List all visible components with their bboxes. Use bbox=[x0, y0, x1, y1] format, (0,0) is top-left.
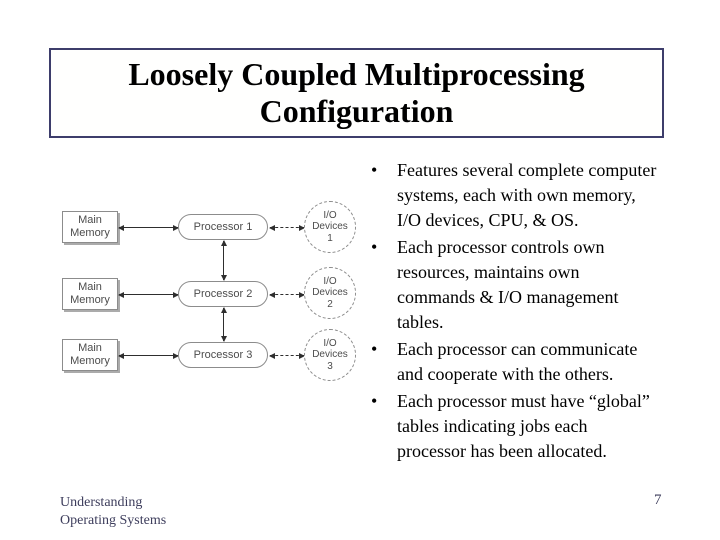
main-memory-box-row3: Main Memory bbox=[62, 339, 118, 371]
processor-node-row2: Processor 2 bbox=[178, 281, 268, 307]
processor-node-row1: Processor 1 bbox=[178, 214, 268, 240]
processor-io-arrow-row1 bbox=[269, 225, 305, 231]
main-memory-box-row2: Main Memory bbox=[62, 278, 118, 310]
bullet-item-4: • Each processor must have “global” tabl… bbox=[363, 389, 698, 464]
bullet-item-1: • Features several complete computer sys… bbox=[363, 158, 698, 233]
bullet-text-4: Each processor must have “global” tables… bbox=[397, 391, 650, 461]
io-devices-label: I/O Devices 1 bbox=[312, 209, 348, 244]
processor-label: Processor 2 bbox=[193, 288, 253, 300]
slide-page-number: 7 bbox=[654, 492, 662, 508]
bullet-text-3: Each processor can communicate and coope… bbox=[397, 339, 638, 384]
processor-node-row3: Processor 3 bbox=[178, 342, 268, 368]
processor-io-arrow-row3 bbox=[269, 353, 305, 359]
bullet-item-3: • Each processor can communicate and coo… bbox=[363, 337, 698, 387]
processor-io-arrow-row2 bbox=[269, 292, 305, 298]
processor2-processor3-arrow bbox=[221, 307, 227, 342]
processor-label: Processor 3 bbox=[193, 349, 253, 361]
io-devices-node-row1: I/O Devices 1 bbox=[304, 201, 356, 253]
title-box: Loosely Coupled Multiprocessing Configur… bbox=[49, 48, 664, 138]
memory-processor-arrow-row3 bbox=[118, 353, 179, 359]
bullet-text-2: Each processor controls own resources, m… bbox=[397, 237, 619, 332]
bullet-icon: • bbox=[371, 339, 378, 359]
footer-book-title: Understanding Operating Systems bbox=[60, 495, 167, 528]
processor1-processor2-arrow bbox=[221, 240, 227, 281]
bullet-icon: • bbox=[371, 160, 378, 180]
processor-label: Processor 1 bbox=[193, 221, 253, 233]
io-devices-label: I/O Devices 3 bbox=[312, 337, 348, 372]
main-memory-label: Main Memory bbox=[70, 342, 110, 367]
io-devices-node-row2: I/O Devices 2 bbox=[304, 267, 356, 319]
bullet-icon: • bbox=[371, 391, 378, 411]
main-memory-label: Main Memory bbox=[70, 214, 110, 239]
bullet-list: • Features several complete computer sys… bbox=[363, 158, 698, 466]
memory-processor-arrow-row2 bbox=[118, 292, 179, 298]
bullet-text-1: Features several complete computer syste… bbox=[397, 160, 657, 230]
slide-title: Loosely Coupled Multiprocessing Configur… bbox=[128, 56, 585, 129]
memory-processor-arrow-row1 bbox=[118, 225, 179, 231]
main-memory-label: Main Memory bbox=[70, 281, 110, 306]
bullet-item-2: • Each processor controls own resources,… bbox=[363, 235, 698, 335]
bullet-icon: • bbox=[371, 237, 378, 257]
main-memory-box-row1: Main Memory bbox=[62, 211, 118, 243]
io-devices-node-row3: I/O Devices 3 bbox=[304, 329, 356, 381]
io-devices-label: I/O Devices 2 bbox=[312, 275, 348, 310]
